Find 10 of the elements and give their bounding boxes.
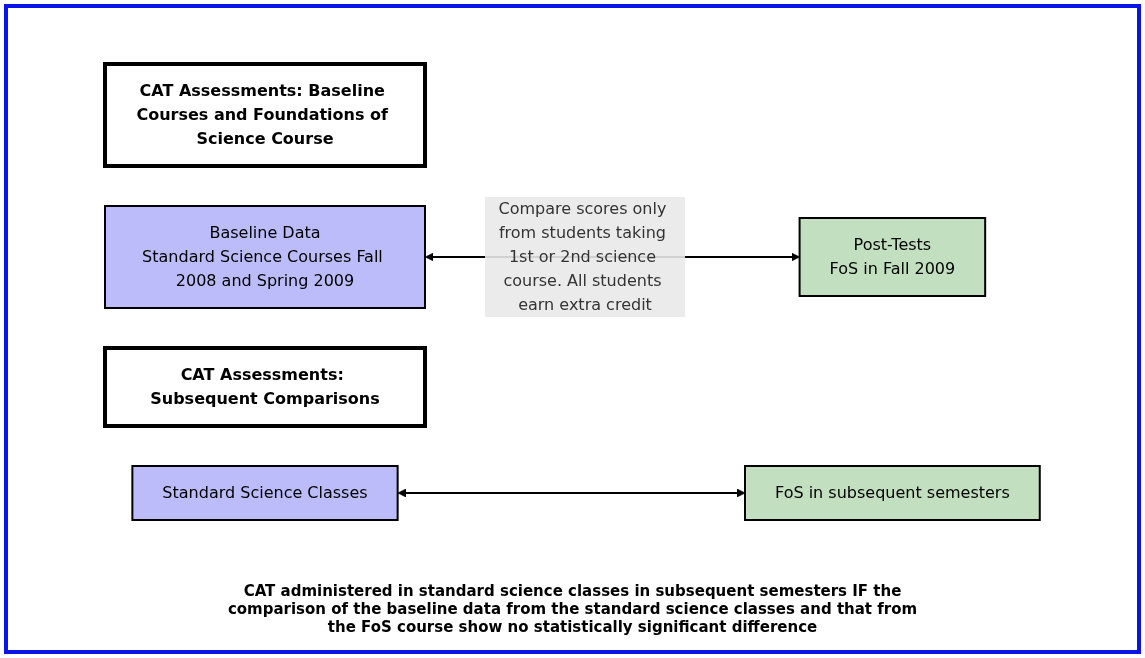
node-box — [103, 62, 428, 168]
edge-label: Compare scores only from students taking 1st or 2nd science course. All students earn extra credit — [498, 199, 667, 314]
node-box — [131, 465, 399, 521]
arrow — [397, 488, 746, 498]
node-box — [104, 205, 427, 309]
node-box — [744, 465, 1041, 521]
node-box — [103, 346, 428, 428]
node-box — [798, 217, 987, 297]
note-text: CAT administered in standard science classes in subsequent semesters IF the comparison of the baseline data from the standard science classes and that from the FoS course show no statistically significant difference — [226, 582, 919, 636]
page-border: Compare scores only from students taking 1st or 2nd science course. All students earn extra credit CAT Assessments: Baseline Courses and Foundations of Science Course Baseline Data Standard Science Courses Fall 2008 and Spring 2009 Post-Tests FoS in Fall 2009 CAT Assessments: Subsequent Comparisons Standard Science Classes FoS in subsequent semesters CAT administered in standard science classes in subsequent semesters IF the comparison of the baseline data from the standard science classes and that from the FoS course show no statistically significant difference — [4, 4, 1141, 654]
